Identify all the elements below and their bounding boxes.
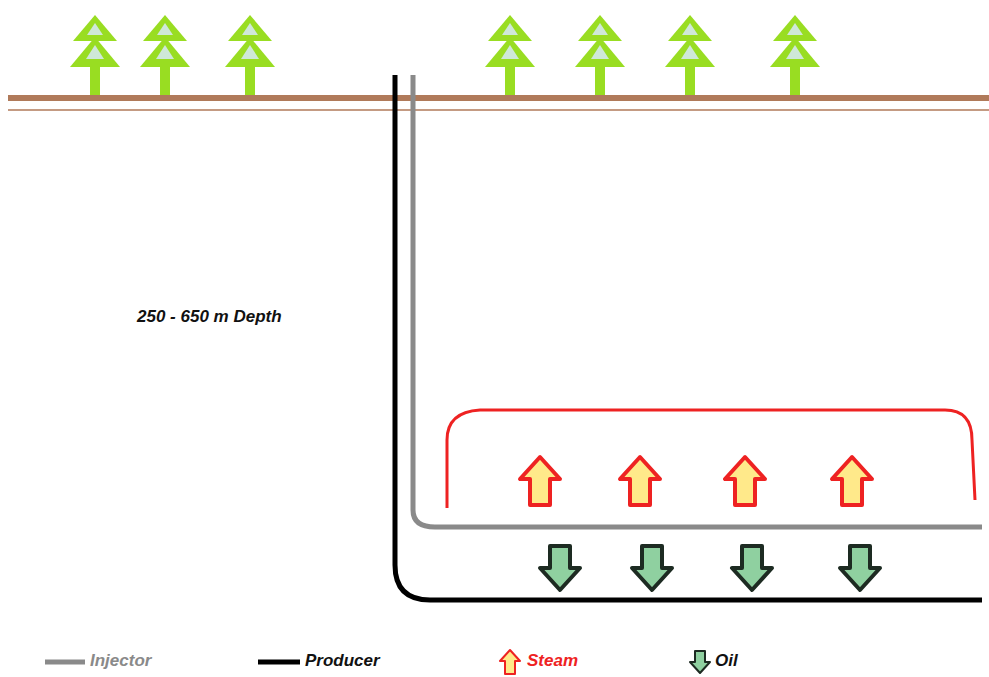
injector-sample (45, 660, 85, 665)
steam-chamber (447, 410, 975, 508)
oil-arrows (540, 546, 880, 590)
ground-surface (8, 95, 989, 101)
ground-line (8, 109, 989, 111)
steam-arrows (520, 457, 872, 505)
legend-text: Injector (90, 652, 151, 671)
legend-text: Oil (715, 652, 738, 671)
legend-text: Producer (305, 652, 380, 671)
injector-well (413, 75, 982, 527)
producer-sample (258, 660, 300, 665)
legend-samples (45, 650, 710, 674)
depth-label: 250 - 650 m Depth (137, 308, 282, 327)
producer-well (395, 75, 982, 600)
trees (70, 15, 820, 97)
legend-text: Steam (527, 652, 578, 671)
